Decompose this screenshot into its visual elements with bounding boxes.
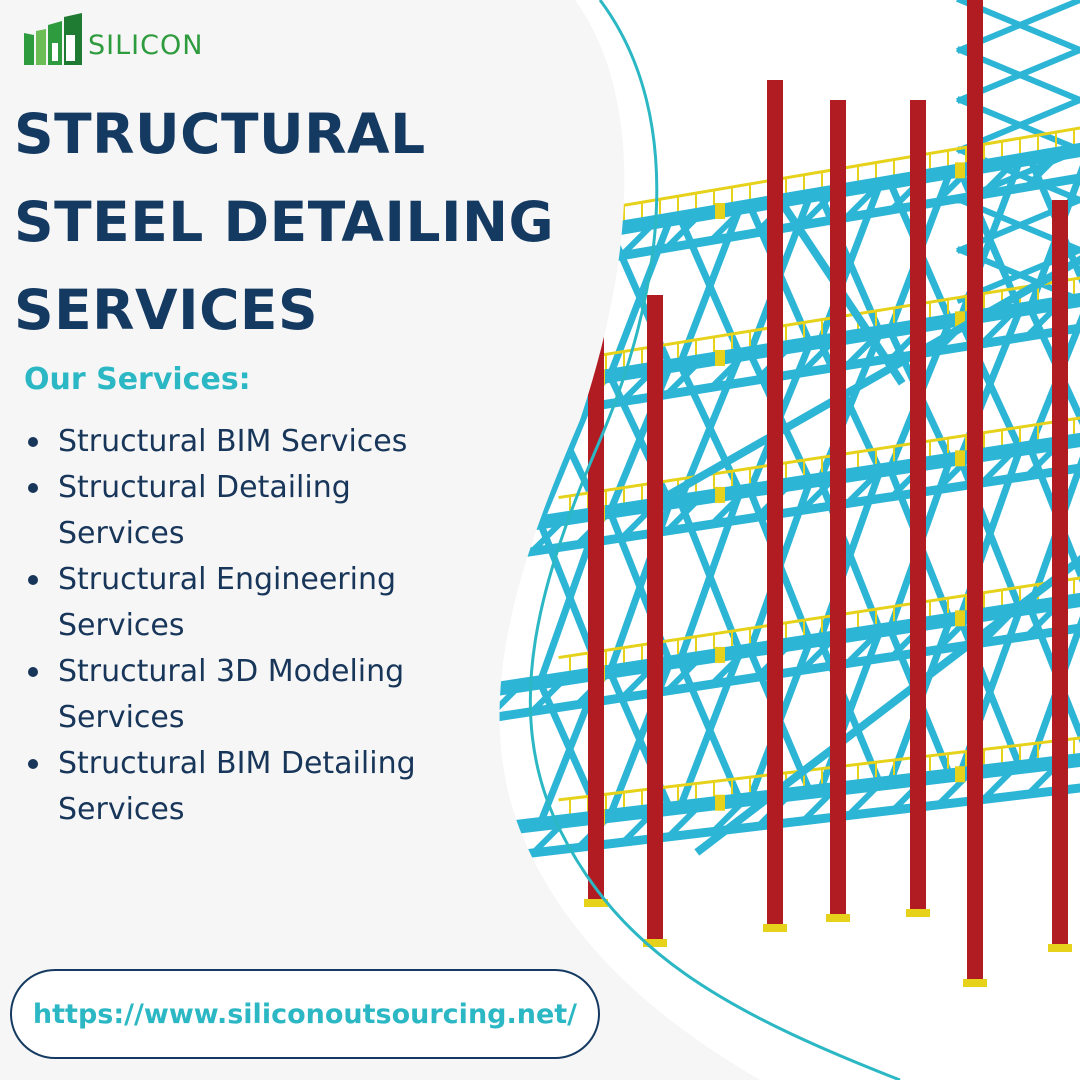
connection-plate [955, 610, 965, 627]
column-base-plate [826, 914, 850, 922]
connection-plate [715, 203, 725, 220]
steel-structure-back-layer [485, 0, 1080, 862]
steel-column [967, 0, 983, 985]
joist [980, 445, 1020, 485]
steel-column [647, 295, 663, 945]
service-name-continued: Services [58, 608, 185, 643]
steel-column [767, 80, 783, 930]
bullet-icon [28, 437, 38, 447]
service-name: Structural Detailing [58, 470, 351, 505]
joist [980, 306, 1020, 345]
service-name-continued: Services [58, 516, 185, 551]
steel-structure-front-layer [478, 0, 1072, 987]
title-line-3: SERVICES [14, 278, 319, 342]
title-line-1: STRUCTURAL [14, 102, 426, 166]
steel-column [482, 560, 498, 890]
service-name: Structural Engineering [58, 562, 397, 597]
list-item: Structural 3D Modeling Services [24, 649, 484, 741]
brand-logo: SILICON [22, 12, 203, 68]
steel-column [588, 300, 604, 905]
steel-column [830, 100, 846, 920]
website-url[interactable]: https://www.siliconoutsourcing.net/ [32, 998, 578, 1030]
connection-plate [715, 349, 725, 366]
connection-plate [955, 311, 965, 328]
brand-name: SILICON [88, 29, 204, 61]
connection-plate [595, 223, 605, 240]
bullet-icon [28, 759, 38, 769]
service-name: Structural 3D Modeling [58, 654, 405, 689]
connection-plate [955, 162, 965, 179]
service-name-continued: Services [58, 792, 185, 827]
service-name-continued: Services [58, 700, 185, 735]
connection-plate [955, 450, 965, 467]
connection-plate [715, 486, 725, 503]
column-base-plate [478, 884, 502, 892]
column-base-plate [643, 939, 667, 947]
list-item: Structural Engineering Services [24, 557, 484, 649]
bullet-icon [28, 667, 38, 677]
column-base-plate [906, 909, 930, 917]
services-heading: Our Services: [24, 362, 251, 397]
services-list: Structural BIM Services Structural Detai… [24, 419, 484, 833]
bullet-icon [28, 575, 38, 585]
joist [980, 763, 1020, 802]
silicon-logo-icon [24, 13, 82, 65]
connection-plate [715, 646, 725, 663]
connection-plate [955, 766, 965, 783]
joist [1025, 149, 1065, 188]
page-title: STRUCTURAL STEEL DETAILING SERVICES [14, 90, 554, 354]
column-base-plate [763, 924, 787, 932]
service-name: Structural BIM Services [58, 424, 408, 459]
column-base-plate [584, 899, 608, 907]
column-base-plate [1048, 944, 1072, 952]
steel-column [910, 100, 926, 915]
column-base-plate [963, 979, 987, 987]
title-line-2: STEEL DETAILING [14, 190, 555, 254]
list-item: Structural BIM Services [24, 419, 484, 465]
website-link-button[interactable]: https://www.siliconoutsourcing.net/ [10, 969, 600, 1059]
joist [980, 156, 1020, 196]
service-name: Structural BIM Detailing [58, 746, 416, 781]
bullet-icon [28, 483, 38, 493]
connection-plate [715, 794, 725, 811]
list-item: Structural BIM Detailing Services [24, 741, 484, 833]
list-item: Structural Detailing Services [24, 465, 484, 557]
steel-column [1052, 200, 1068, 950]
